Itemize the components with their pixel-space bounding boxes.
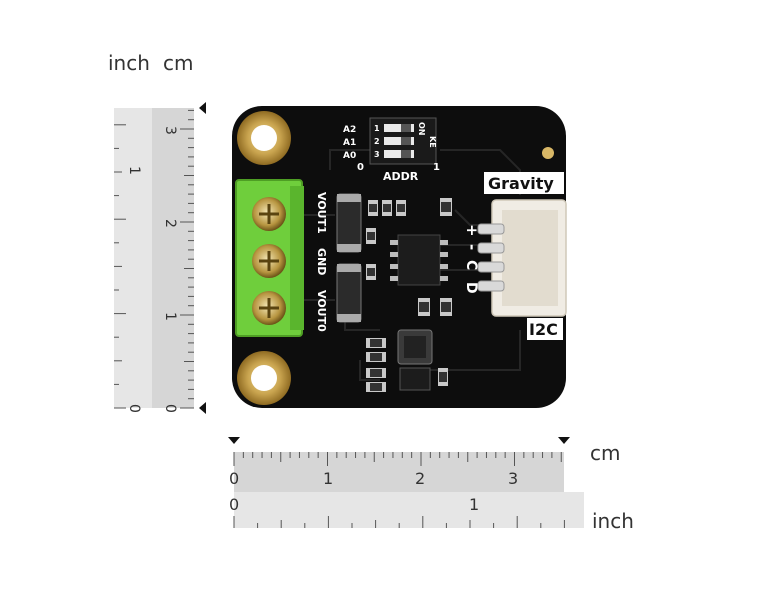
gravity-connector bbox=[477, 199, 567, 317]
ic-pin bbox=[390, 252, 398, 257]
i2c-label: I2C bbox=[529, 320, 558, 339]
ruler-cm-tick-3: 3 bbox=[162, 126, 178, 135]
vertical-ruler: inch cm 3 2 1 0 1 0 bbox=[108, 51, 206, 414]
test-pad bbox=[542, 147, 554, 159]
terminal-screw-2 bbox=[252, 244, 286, 278]
terminal-label-gnd: GND bbox=[315, 248, 328, 275]
ic-pin bbox=[390, 276, 398, 281]
diode-bottom bbox=[336, 263, 362, 323]
ruler-inch-strip-h bbox=[234, 492, 584, 528]
dip-switch: A2 A1 A0 1 2 3 ON KE 0 1 ADDR bbox=[343, 117, 440, 183]
ic-pin bbox=[390, 264, 398, 269]
dip-number-3: 3 bbox=[374, 150, 380, 159]
pcb-board: A2 A1 A0 1 2 3 ON KE 0 1 ADDR bbox=[232, 106, 567, 408]
dip-number-1: 1 bbox=[374, 124, 380, 133]
connector-pin bbox=[477, 280, 505, 292]
connector-pin bbox=[477, 261, 505, 273]
ruler-cm-strip-h bbox=[234, 452, 564, 492]
dip-label-a0: A0 bbox=[343, 151, 356, 161]
ruler-h-cm-tick-2: 2 bbox=[415, 469, 425, 488]
smd-components bbox=[366, 198, 452, 392]
ruler-unit-inch-label: inch bbox=[108, 51, 150, 75]
diode-top bbox=[336, 193, 362, 253]
ruler-h-cm-tick-1: 1 bbox=[323, 469, 333, 488]
terminal-screw-1 bbox=[252, 197, 286, 231]
dip-ke-label: KE bbox=[428, 136, 437, 148]
ruler-cm-tick-0: 0 bbox=[162, 404, 178, 413]
pin-label-minus: - bbox=[463, 244, 481, 250]
ruler-right-marker bbox=[558, 437, 570, 444]
terminal-label-vout1: VOUT1 bbox=[315, 192, 328, 234]
ic-pin bbox=[440, 276, 448, 281]
terminal-label-vout0: VOUT0 bbox=[315, 290, 328, 332]
ruler-h-cm-tick-3: 3 bbox=[508, 469, 518, 488]
ruler-top-marker bbox=[199, 102, 206, 114]
mounting-hole-bottom-left bbox=[237, 351, 291, 405]
ruler-bottom-marker bbox=[199, 402, 206, 414]
ic-pin bbox=[440, 240, 448, 245]
vertical-ruler-ticks bbox=[114, 109, 194, 409]
ruler-h-unit-inch-label: inch bbox=[592, 509, 634, 533]
connector-pin bbox=[477, 223, 505, 235]
mounting-hole-top-left bbox=[237, 111, 291, 165]
ruler-inch-tick-0: 0 bbox=[126, 404, 142, 413]
ruler-h-inch-tick-1: 1 bbox=[469, 495, 479, 514]
ruler-h-unit-cm-label: cm bbox=[590, 441, 620, 465]
dip-label-a1: A1 bbox=[343, 138, 356, 148]
i2c-label-box bbox=[527, 318, 563, 340]
ic-pin bbox=[440, 264, 448, 269]
horizontal-ruler: 0 1 2 3 0 1 cm inch bbox=[228, 437, 634, 533]
ruler-inch-strip bbox=[114, 108, 152, 408]
ruler-inch-tick-1: 1 bbox=[126, 166, 142, 175]
dip-number-2: 2 bbox=[374, 137, 380, 146]
ruler-cm-tick-1: 1 bbox=[162, 312, 178, 321]
ruler-unit-cm-label: cm bbox=[163, 51, 193, 75]
addr-zero-label: 0 bbox=[357, 162, 364, 173]
pin-label-c: C bbox=[463, 260, 479, 270]
pin-label-plus: + bbox=[463, 224, 481, 237]
screw-terminal bbox=[235, 179, 304, 337]
dip-on-label: ON bbox=[417, 122, 426, 136]
ruler-cm-strip bbox=[152, 108, 194, 408]
ruler-h-cm-tick-0: 0 bbox=[229, 469, 239, 488]
addr-label: ADDR bbox=[383, 170, 419, 183]
gravity-label-box bbox=[484, 172, 564, 194]
horizontal-ruler-ticks bbox=[233, 452, 565, 528]
terminal-screw-3 bbox=[252, 291, 286, 325]
ic-pin bbox=[390, 240, 398, 245]
gravity-label: Gravity bbox=[488, 174, 554, 193]
main-ic-chip bbox=[390, 234, 448, 286]
ruler-cm-tick-2: 2 bbox=[162, 219, 178, 228]
dip-label-a2: A2 bbox=[343, 125, 356, 135]
ic-pin bbox=[440, 252, 448, 257]
pin-label-d: D bbox=[463, 282, 479, 294]
connector-pin bbox=[477, 242, 505, 254]
ruler-h-inch-tick-0: 0 bbox=[229, 495, 239, 514]
addr-one-label: 1 bbox=[433, 162, 440, 173]
ruler-left-marker bbox=[228, 437, 240, 444]
